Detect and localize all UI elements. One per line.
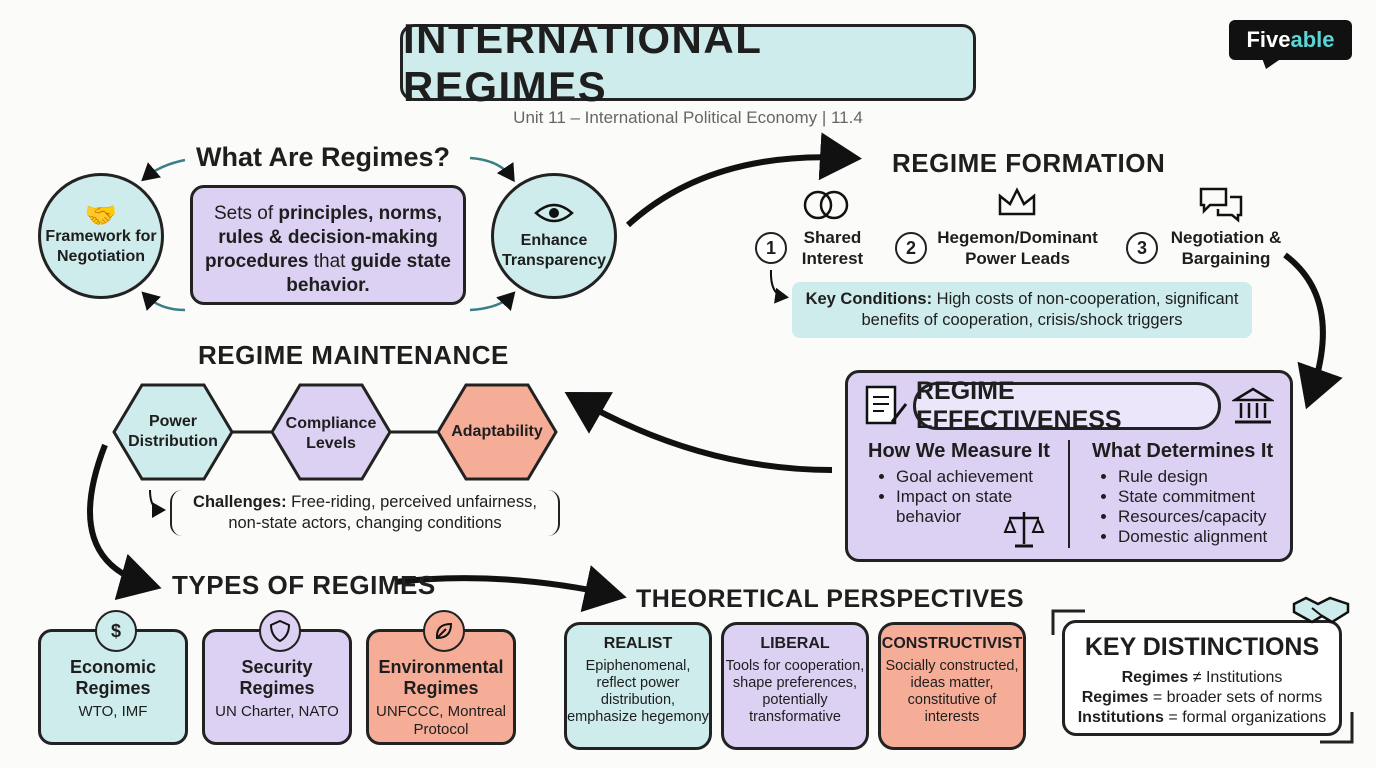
- effectiveness-title-pill: REGIME EFFECTIVENESS: [913, 377, 1221, 434]
- regime-maintenance-heading: REGIME MAINTENANCE: [198, 340, 509, 370]
- hex-label-power: Power Distribution: [128, 413, 218, 450]
- document-pen-icon: [865, 385, 908, 425]
- theory-heading: THEORETICAL PERSPECTIVES: [636, 585, 1024, 613]
- page-title: INTERNATIONAL REGIMES: [403, 14, 762, 110]
- distinction-line: Regimes ≠ Institutions: [1121, 669, 1283, 686]
- formation-step-3: 3 Negotiation & Bargaining: [1126, 227, 1286, 269]
- environmental-regimes-card: Environmental Regimes UNFCCC, Montreal P…: [366, 610, 516, 745]
- scales-icon: [1003, 512, 1045, 548]
- hex-power-distribution: [112, 383, 234, 481]
- shield-icon: [259, 610, 301, 652]
- regime-definition-box: Sets of principles, norms, rules & decis…: [190, 185, 466, 305]
- chat-bubbles-icon: [1199, 187, 1243, 223]
- realist-card: REALIST Epiphenomenal, reflect power dis…: [564, 622, 712, 750]
- liberal-card: LIBERAL Tools for cooperation, shape pre…: [721, 622, 869, 750]
- institution-building-icon: [1232, 387, 1274, 424]
- constructivist-card: CONSTRUCTIVIST Socially constructed, ide…: [878, 622, 1026, 750]
- effectiveness-divider: [1068, 440, 1070, 548]
- economic-regimes-card: $ Economic Regimes WTO, IMF: [38, 610, 188, 745]
- page-subtitle: Unit 11 – International Political Econom…: [513, 108, 863, 127]
- determine-item: State commitment: [1118, 487, 1308, 507]
- key-distinctions-box: KEY DISTINCTIONS Regimes ≠ Institutions …: [1062, 620, 1342, 736]
- determine-list: Rule design State commitment Resources/c…: [1098, 467, 1308, 547]
- logo-tail-icon: [1262, 58, 1282, 69]
- hex-label-adaptability: Adaptability: [451, 423, 543, 440]
- venn-icon: [803, 190, 849, 220]
- hex-label-compliance: Compliance Levels: [285, 415, 377, 452]
- types-heading: TYPES OF REGIMES: [172, 570, 436, 600]
- formation-step-2: 2 Hegemon/Dominant Power Leads: [895, 227, 1100, 269]
- hex-compliance-levels: [270, 383, 392, 481]
- formation-step-1: 1 Shared Interest: [755, 227, 870, 269]
- measure-list: Goal achievement Impact on state behavio…: [876, 467, 1066, 527]
- challenges-text: Challenges: Free-riding, perceived unfai…: [170, 490, 560, 536]
- eye-icon: [534, 203, 574, 223]
- crown-icon: [998, 187, 1036, 216]
- measure-heading: How We Measure It: [868, 440, 1050, 462]
- key-conditions-box: Key Conditions: High costs of non-cooper…: [792, 282, 1252, 338]
- handshake-icon: [1292, 596, 1350, 624]
- determine-heading: What Determines It: [1092, 440, 1274, 462]
- dollar-bill-icon: $: [95, 610, 137, 652]
- hex-adaptability: [436, 383, 558, 481]
- determine-item: Rule design: [1118, 467, 1308, 487]
- determine-item: Domestic alignment: [1118, 527, 1308, 547]
- what-are-regimes-heading: What Are Regimes?: [196, 142, 451, 172]
- distinction-line: Regimes = broader sets of norms: [1081, 689, 1323, 706]
- title-banner: INTERNATIONAL REGIMES: [400, 15, 976, 110]
- key-distinctions-heading: KEY DISTINCTIONS: [1084, 633, 1320, 661]
- regime-formation-heading: REGIME FORMATION: [892, 148, 1166, 178]
- framework-negotiation-circle: 🤝 Framework for Negotiation: [38, 173, 164, 299]
- leaf-icon: [423, 610, 465, 652]
- measure-item: Goal achievement: [896, 467, 1066, 487]
- handshake-icon: 🤝: [84, 200, 118, 230]
- security-regimes-card: Security Regimes UN Charter, NATO: [202, 610, 352, 745]
- distinction-line: Institutions = formal organizations: [1077, 709, 1327, 726]
- enhance-transparency-circle: Enhance Transparency: [491, 173, 617, 299]
- measure-item: Impact on state behavior: [896, 487, 1066, 527]
- determine-item: Resources/capacity: [1118, 507, 1308, 527]
